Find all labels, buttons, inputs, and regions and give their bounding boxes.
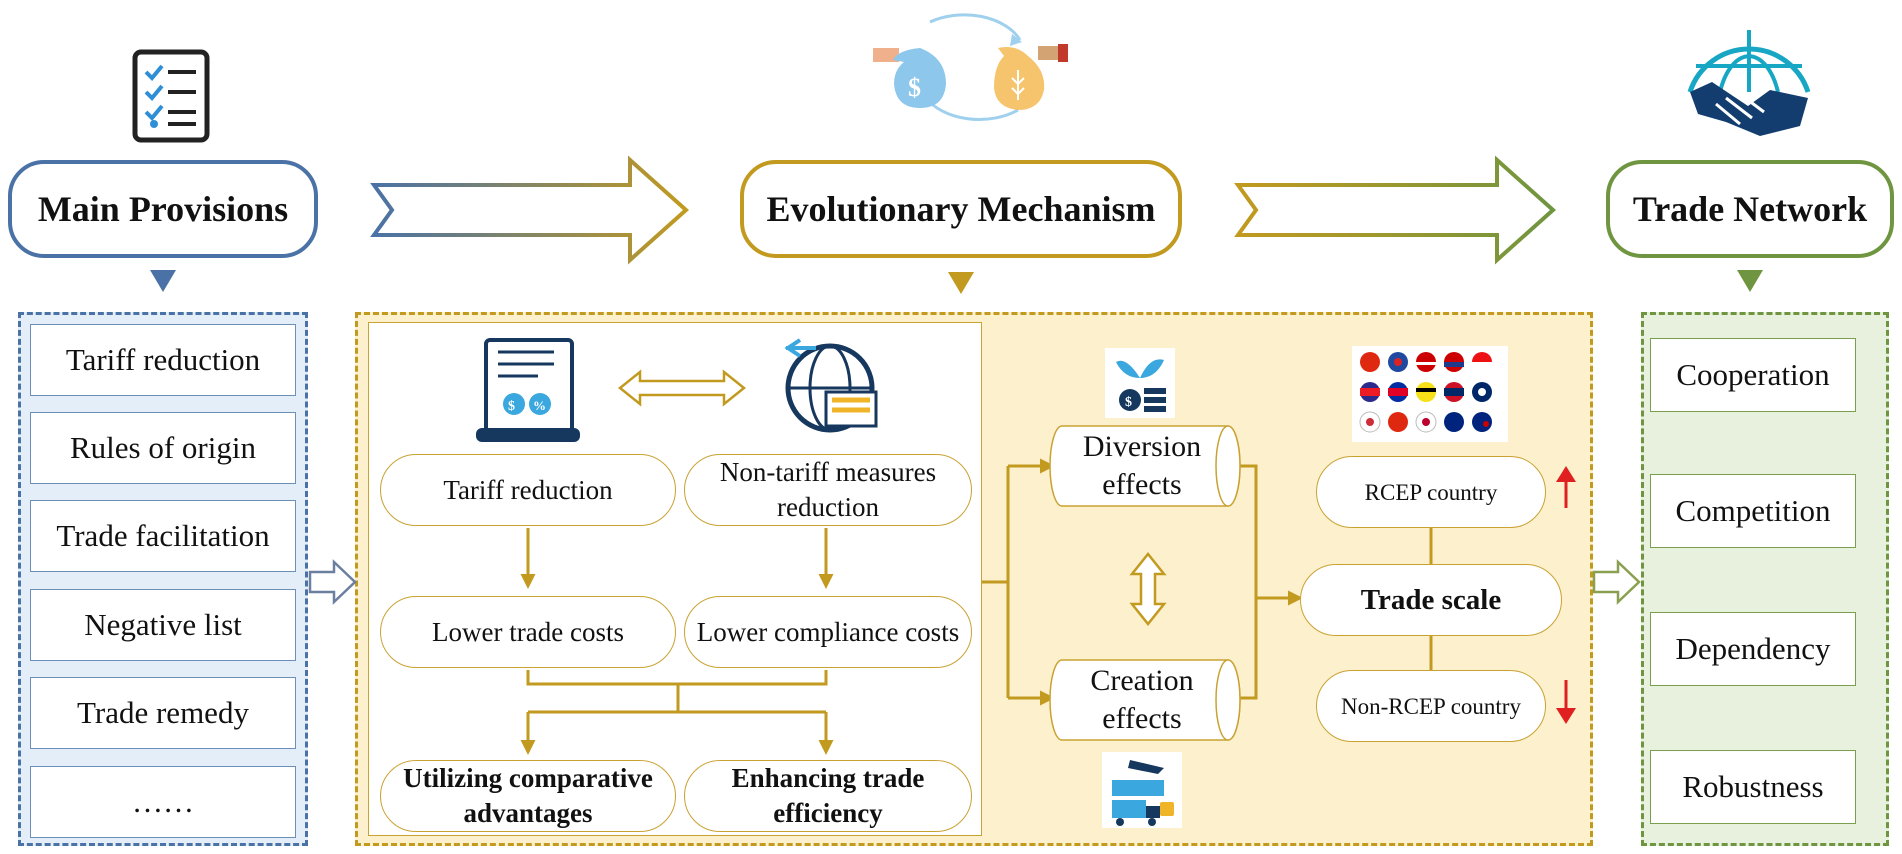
trade-efficiency-pill: Enhancing trade efficiency bbox=[684, 760, 972, 832]
double-arrow-vertical bbox=[1129, 551, 1167, 627]
down-arrow-icon bbox=[1556, 680, 1576, 724]
provision-item: Trade remedy bbox=[30, 677, 296, 749]
provision-item: Negative list bbox=[30, 589, 296, 661]
handshake-globe-icon bbox=[1687, 30, 1811, 136]
globe-barrier-icon bbox=[784, 338, 878, 433]
svg-text:$: $ bbox=[508, 399, 515, 414]
provisions-panel bbox=[18, 312, 308, 846]
header-trade-network: Trade Network bbox=[1606, 160, 1894, 258]
provision-item: …… bbox=[30, 766, 296, 838]
panel-arrow-left bbox=[308, 559, 357, 605]
diversion-cylinder bbox=[1049, 425, 1241, 507]
money-exchange-icon: $ bbox=[873, 13, 1068, 121]
lower-trade-costs-pill: Lower trade costs bbox=[380, 596, 676, 668]
flow-arrow-2 bbox=[1234, 155, 1557, 265]
provision-item: Tariff reduction bbox=[30, 324, 296, 396]
diversion-effects-label: Diversion effects bbox=[1082, 430, 1202, 501]
svg-text:$: $ bbox=[1125, 395, 1132, 410]
svg-text:$: $ bbox=[908, 73, 921, 102]
svg-text:%: % bbox=[533, 398, 546, 413]
header-main-provisions: Main Provisions bbox=[8, 160, 318, 258]
rcep-country-pill: RCEP country bbox=[1316, 456, 1546, 528]
plant-coins-icon: $ bbox=[1105, 348, 1175, 418]
up-arrow-icon bbox=[1556, 466, 1576, 508]
comparative-advantages-pill: Utilizing comparative advantages bbox=[380, 760, 676, 832]
header-evolutionary-mechanism: Evolutionary Mechanism bbox=[740, 160, 1182, 258]
tariff-reduction-pill: Tariff reduction bbox=[380, 454, 676, 526]
checklist-icon bbox=[132, 49, 210, 143]
tariff-document-icon: $ % bbox=[476, 338, 580, 442]
lower-compliance-costs-pill: Lower compliance costs bbox=[684, 596, 972, 668]
logistics-icon bbox=[1102, 752, 1182, 828]
down-triangle-blue bbox=[150, 270, 176, 292]
down-triangle-gold bbox=[948, 272, 974, 294]
panel-arrow-right bbox=[1592, 559, 1641, 605]
ntm-reduction-pill: Non-tariff measures reduction bbox=[684, 454, 972, 526]
network-item: Dependency bbox=[1650, 612, 1856, 686]
network-item: Competition bbox=[1650, 474, 1856, 548]
provision-item: Rules of origin bbox=[30, 412, 296, 484]
double-arrow-horizontal bbox=[617, 369, 747, 407]
trade-scale-pill: Trade scale bbox=[1300, 564, 1562, 636]
flow-arrow-1 bbox=[370, 155, 690, 265]
network-item: Cooperation bbox=[1650, 338, 1856, 412]
network-item: Robustness bbox=[1650, 750, 1856, 824]
country-flags-icon bbox=[1352, 346, 1508, 442]
down-triangle-green bbox=[1737, 270, 1763, 292]
creation-cylinder bbox=[1049, 659, 1241, 741]
creation-effects-label: Creation effects bbox=[1090, 664, 1194, 735]
mechanism-inner-panel bbox=[368, 322, 982, 836]
provision-item: Trade facilitation bbox=[30, 500, 296, 572]
non-rcep-country-pill: Non-RCEP country bbox=[1316, 670, 1546, 742]
